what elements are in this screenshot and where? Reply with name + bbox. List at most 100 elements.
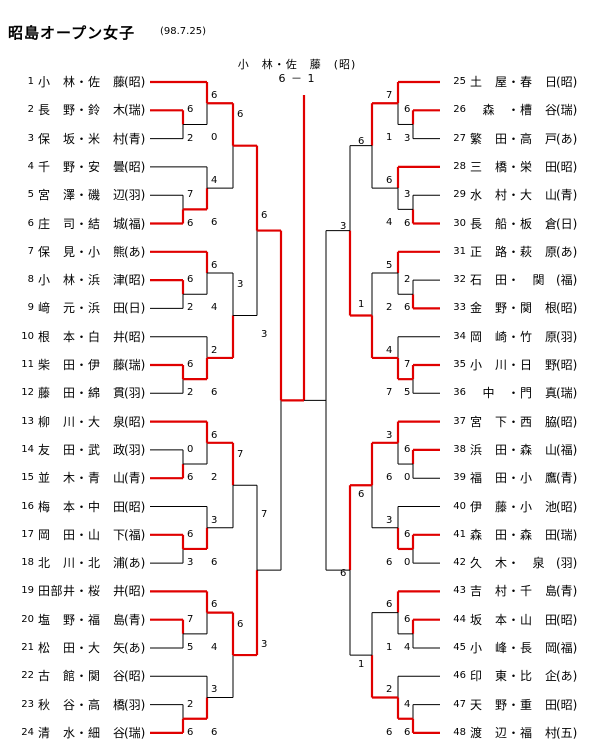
player-seed: 6 <box>27 217 34 229</box>
match-score: 3 <box>404 132 411 144</box>
match-score: 6 <box>211 217 218 229</box>
player-name: 柴 田・伊 藤 <box>38 358 126 372</box>
match-score: 3 <box>211 684 218 696</box>
match-score: 6 <box>404 302 411 314</box>
player-club: (昭) <box>556 414 578 429</box>
player-seed: 12 <box>21 387 34 399</box>
player-seed: 47 <box>453 698 466 710</box>
match-score: 2 <box>386 684 393 696</box>
match-score: 6 <box>211 387 218 399</box>
player-club: (あ) <box>556 669 578 684</box>
player-name: 金 野・関 根 <box>470 301 558 316</box>
match-score: 2 <box>404 274 411 286</box>
match-score: 6 <box>404 443 411 455</box>
match-score: 7 <box>187 613 194 625</box>
match-score: 3 <box>187 557 194 569</box>
player-seed: 22 <box>21 670 34 682</box>
player-seed: 4 <box>27 160 34 172</box>
player-name: 古 館・関 谷 <box>38 669 126 684</box>
match-score: 6 <box>386 599 393 611</box>
match-score: 4 <box>386 217 393 229</box>
player-name: 福 田・小 鷹 <box>470 471 558 486</box>
player-club: (羽) <box>556 556 578 571</box>
player-name: 小 林・佐 藤 <box>38 75 126 89</box>
player-club: (瑞) <box>124 725 146 740</box>
match-score: 2 <box>187 302 194 314</box>
match-score: 3 <box>211 514 218 526</box>
player-seed: 42 <box>453 557 466 569</box>
player-club: (日) <box>556 216 578 231</box>
player-club: (昭) <box>556 301 578 316</box>
match-score: 6 <box>261 209 268 221</box>
match-score: 6 <box>386 174 393 186</box>
match-score: 7 <box>386 387 393 399</box>
player-name: 石 田・ 関 <box>470 273 558 288</box>
player-name: 藤 田・綿 貫 <box>38 386 126 401</box>
player-seed: 41 <box>453 528 466 540</box>
player-club: (昭) <box>124 584 146 599</box>
player-name: 岡 田・山 下 <box>38 527 126 542</box>
player-club: (羽) <box>124 386 146 401</box>
player-name: 小 川・日 野 <box>470 358 558 372</box>
player-name: 宮 下・西 脇 <box>470 414 558 429</box>
player-name: 岡 崎・竹 原 <box>470 329 558 344</box>
final-score: 6 － 1 <box>278 72 316 85</box>
match-score: 0 <box>404 557 411 569</box>
match-score: 7 <box>404 359 411 370</box>
player-name: 庄 司・結 城 <box>38 216 126 231</box>
match-score: 7 <box>237 448 244 460</box>
player-name: 天 野・重 田 <box>470 697 558 712</box>
match-score: 2 <box>386 302 393 314</box>
player-name: 長 船・板 倉 <box>470 216 558 231</box>
player-club: (瑞) <box>124 103 146 118</box>
player-club: (青) <box>124 612 146 627</box>
player-club: (昭) <box>556 612 578 627</box>
match-score: 3 <box>386 429 393 441</box>
match-score: 6 <box>187 104 194 116</box>
player-name: 小 林・浜 津 <box>38 273 126 288</box>
player-club: (あ) <box>556 244 578 259</box>
match-score: 6 <box>358 135 365 147</box>
player-club: (青) <box>124 131 146 146</box>
player-club: (あ) <box>124 641 146 655</box>
player-club: (日) <box>124 301 146 316</box>
player-name: 坂 本・山 田 <box>470 612 558 627</box>
player-seed: 39 <box>453 472 466 484</box>
match-score: 4 <box>211 641 218 653</box>
match-score: 6 <box>187 274 194 286</box>
player-seed: 21 <box>21 642 34 653</box>
match-score: 6 <box>211 556 218 568</box>
match-score: 6 <box>211 429 218 441</box>
player-name: 根 本・白 井 <box>38 329 126 344</box>
player-seed: 10 <box>21 330 34 342</box>
player-name: 清 水・細 谷 <box>38 725 126 740</box>
player-seed: 34 <box>453 330 466 342</box>
match-score: 6 <box>187 528 194 540</box>
player-seed: 20 <box>21 613 34 625</box>
player-club: (羽) <box>124 442 146 457</box>
player-club: (瑞) <box>124 358 146 372</box>
match-score: 6 <box>358 489 365 501</box>
match-score: 4 <box>404 698 411 710</box>
player-seed: 8 <box>27 274 34 286</box>
match-score: 6 <box>404 217 411 229</box>
player-seed: 1 <box>27 76 34 87</box>
player-name: 森 田・森 田 <box>470 527 558 542</box>
player-name: 三 橋・栄 田 <box>470 159 558 174</box>
player-seed: 24 <box>21 726 34 738</box>
player-seed: 46 <box>453 670 466 682</box>
player-club: (昭) <box>556 159 578 174</box>
player-seed: 43 <box>453 585 466 597</box>
match-score: 6 <box>386 556 393 568</box>
match-score: 2 <box>187 132 194 144</box>
match-score: 4 <box>386 344 393 356</box>
player-club: (昭) <box>124 75 146 89</box>
player-seed: 3 <box>27 132 34 144</box>
player-name: 水 村・大 山 <box>470 188 558 203</box>
player-club: (福) <box>556 273 578 288</box>
player-seed: 7 <box>27 245 34 257</box>
player-club: (福) <box>124 527 146 542</box>
player-seed: 37 <box>453 415 466 427</box>
player-name: 田部井・桜 井 <box>38 584 126 599</box>
player-club: (青) <box>124 471 146 486</box>
